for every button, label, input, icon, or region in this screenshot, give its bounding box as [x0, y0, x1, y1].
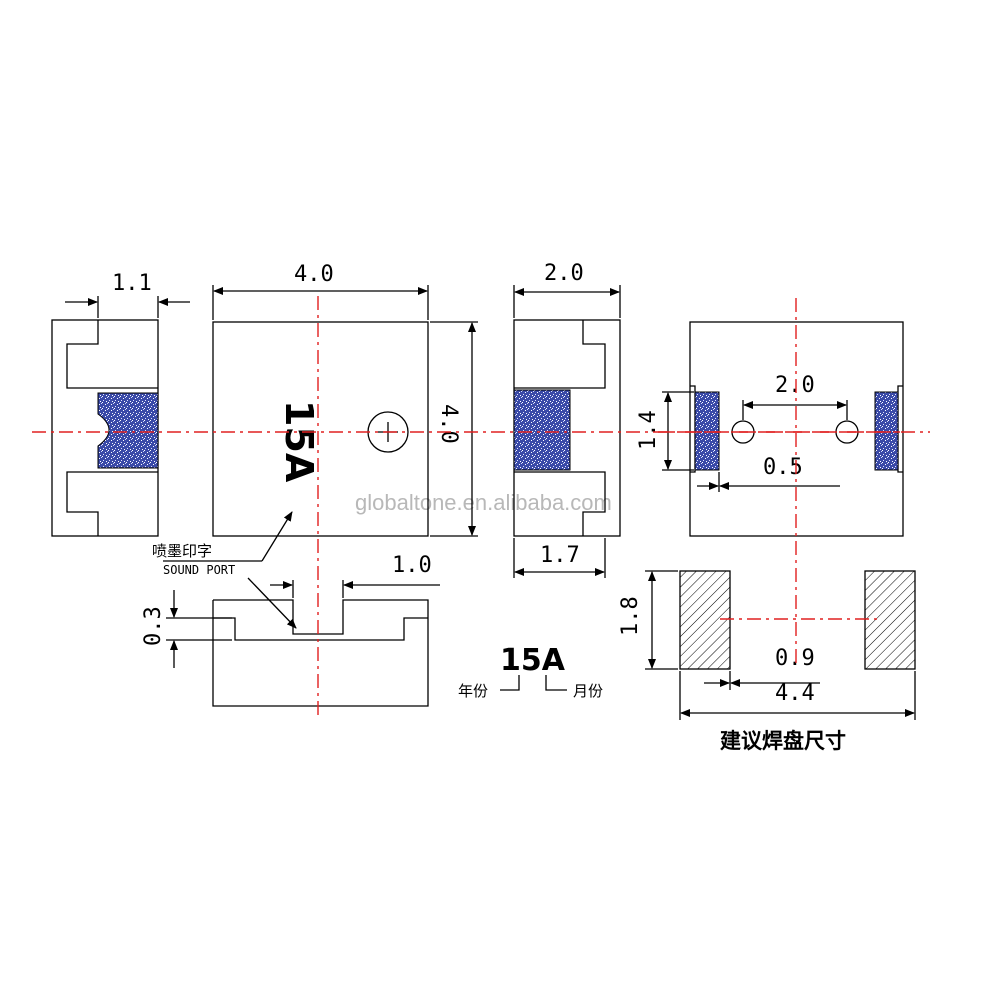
watermark: globaltone.en.alibaba.com: [355, 490, 612, 515]
front-view: [212, 599, 429, 707]
side-width-dimension: 1.1: [65, 271, 190, 318]
bottom-pad-height-dimension: 1.4: [636, 391, 694, 471]
bottom-left-pad: [694, 391, 720, 471]
land-pattern: [679, 570, 916, 670]
side-width-label: 1.1: [112, 271, 152, 296]
side-view: [51, 319, 159, 537]
land-height-dimension: 1.8: [618, 570, 678, 670]
bottom-view: [689, 321, 904, 537]
centerlines: [32, 296, 930, 718]
sound-port-label: SOUND PORT: [163, 563, 235, 577]
end-bottom-width-dimension: 1.7: [513, 538, 606, 578]
ink-marking-callout: 喷墨印字 SOUND PORT: [152, 511, 297, 629]
end-width-label: 2.0: [544, 261, 584, 286]
year-label: 年份: [458, 682, 488, 700]
end-view-pad: [513, 389, 571, 471]
port-width-dimension: 1.0: [270, 553, 440, 598]
land-span-dimension: 4.4: [679, 671, 916, 720]
land-left: [679, 570, 731, 670]
end-width-dimension: 2.0: [513, 261, 621, 318]
port-width-label: 1.0: [392, 553, 432, 578]
top-height-dimension: 4.0: [430, 321, 478, 537]
bottom-right-pad: [874, 391, 899, 471]
land-height-label: 1.8: [618, 596, 643, 636]
top-width-label: 4.0: [294, 262, 334, 287]
port-depth-dimension: 0.3: [141, 590, 232, 668]
land-gap-label: 0.9: [775, 646, 815, 671]
land-pattern-title: 建议焊盘尺寸: [720, 729, 846, 753]
land-span-label: 4.4: [775, 681, 815, 706]
side-view-port-pad: [97, 392, 159, 469]
port-depth-label: 0.3: [141, 606, 166, 646]
bottom-pitch-label: 2.0: [775, 373, 815, 398]
bottom-hole-label: 0.5: [763, 455, 803, 480]
land-right: [864, 570, 916, 670]
bottom-pitch-dimension: 2.0: [742, 373, 848, 420]
month-label: 月份: [573, 682, 603, 700]
top-height-label: 4.0: [436, 404, 461, 444]
date-code-mark: 15A: [500, 643, 566, 678]
top-width-dimension: 4.0: [212, 262, 429, 320]
date-code-legend: 15A 年份 月份: [458, 643, 603, 700]
ink-marking-label: 喷墨印字: [152, 542, 212, 560]
end-bottom-width-label: 1.7: [540, 543, 580, 568]
top-marking-text: 15A: [277, 400, 321, 483]
land-gap-dimension: 0.9: [704, 646, 820, 690]
bottom-pad-height-label: 1.4: [636, 410, 661, 450]
end-view: [513, 319, 621, 537]
